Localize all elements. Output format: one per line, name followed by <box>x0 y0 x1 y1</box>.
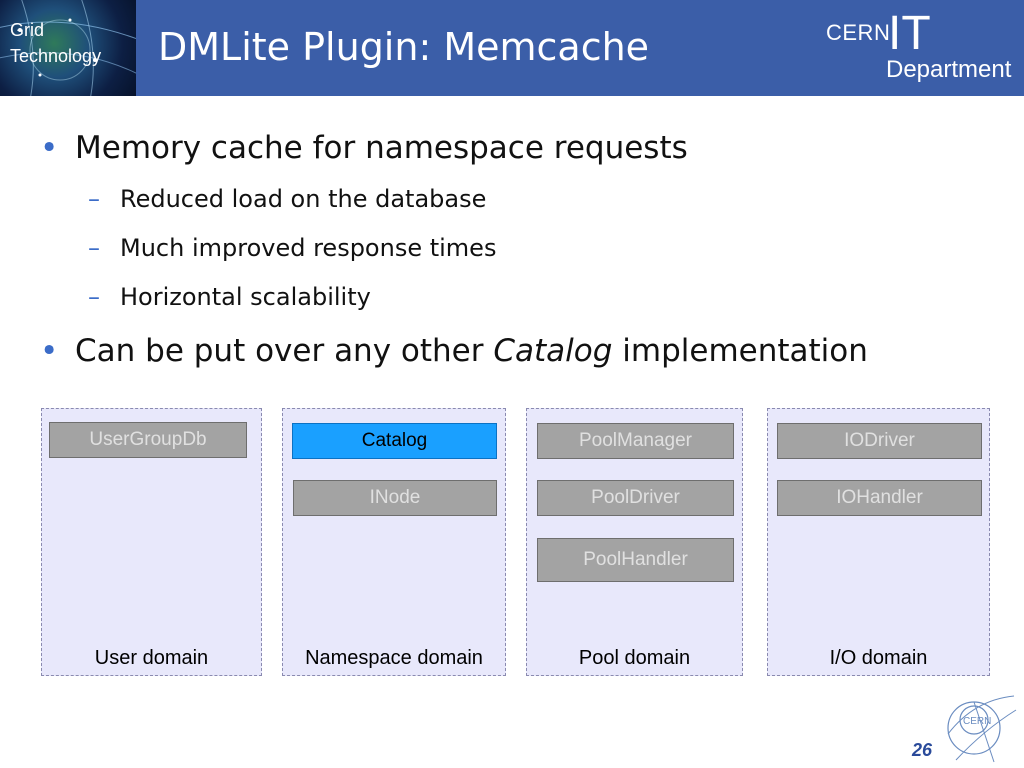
bullet-icon: • <box>40 333 59 369</box>
component-poolmanager: PoolManager <box>537 423 734 459</box>
domain-label: Pool domain <box>578 647 691 669</box>
dash-icon: – <box>88 185 100 213</box>
bullet-text-before: Can be put over any other <box>75 333 494 369</box>
dash-icon: – <box>88 283 100 311</box>
dash-icon: – <box>88 234 100 262</box>
sub-bullet-text: Reduced load on the database <box>120 185 487 213</box>
sub-bullet-item: –Much improved response times <box>88 234 496 262</box>
component-iodriver: IODriver <box>777 423 982 459</box>
domain-label: I/O domain <box>829 647 928 669</box>
sub-bullet-item: –Horizontal scalability <box>88 283 371 311</box>
component-catalog: Catalog <box>292 423 497 459</box>
domain-label: User domain <box>94 647 209 669</box>
bullet-text-italic: Catalog <box>493 333 613 369</box>
component-pooldriver: PoolDriver <box>537 480 734 516</box>
it-wordmark: IT <box>888 7 931 60</box>
domain-box-io: IODriver IOHandler I/O domain <box>767 408 990 676</box>
slide-header: Grid Technology DMLite Plugin: Memcache … <box>0 0 1024 96</box>
globe-graphic-icon <box>0 0 136 96</box>
logo-line-grid: Grid <box>10 20 45 40</box>
domain-box-namespace: Catalog INode Namespace domain <box>282 408 506 676</box>
page-number: 26 <box>912 740 933 760</box>
bullet-text: Memory cache for namespace requests <box>75 130 688 166</box>
slide-title: DMLite Plugin: Memcache <box>158 25 650 69</box>
cern-logo-icon: CERN <box>947 695 1017 763</box>
domain-box-user: UserGroupDb User domain <box>41 408 262 676</box>
svg-text:CERN: CERN <box>963 716 991 727</box>
grid-technology-logo: Grid Technology <box>0 0 136 96</box>
sub-bullet-text: Much improved response times <box>120 234 497 262</box>
logo-line-technology: Technology <box>10 46 102 66</box>
component-iohandler: IOHandler <box>777 480 982 516</box>
bullet-text-after: implementation <box>612 333 868 369</box>
bullet-icon: • <box>40 130 59 166</box>
sub-bullet-text: Horizontal scalability <box>120 283 371 311</box>
bullet-item: • Memory cache for namespace requests <box>40 130 688 166</box>
cern-it-department-logo: CERN IT Department <box>826 8 1022 88</box>
component-poolhandler: PoolHandler <box>537 538 734 582</box>
domain-label: Namespace domain <box>305 647 483 669</box>
department-wordmark: Department <box>886 56 1012 83</box>
sub-bullet-item: –Reduced load on the database <box>88 185 486 213</box>
component-usergroupdb: UserGroupDb <box>49 422 247 458</box>
domain-box-pool: PoolManager PoolDriver PoolHandler Pool … <box>526 408 743 676</box>
cern-wordmark: CERN <box>826 20 891 45</box>
component-inode: INode <box>293 480 497 516</box>
bullet-item: • Can be put over any other Catalog imple… <box>40 333 868 369</box>
